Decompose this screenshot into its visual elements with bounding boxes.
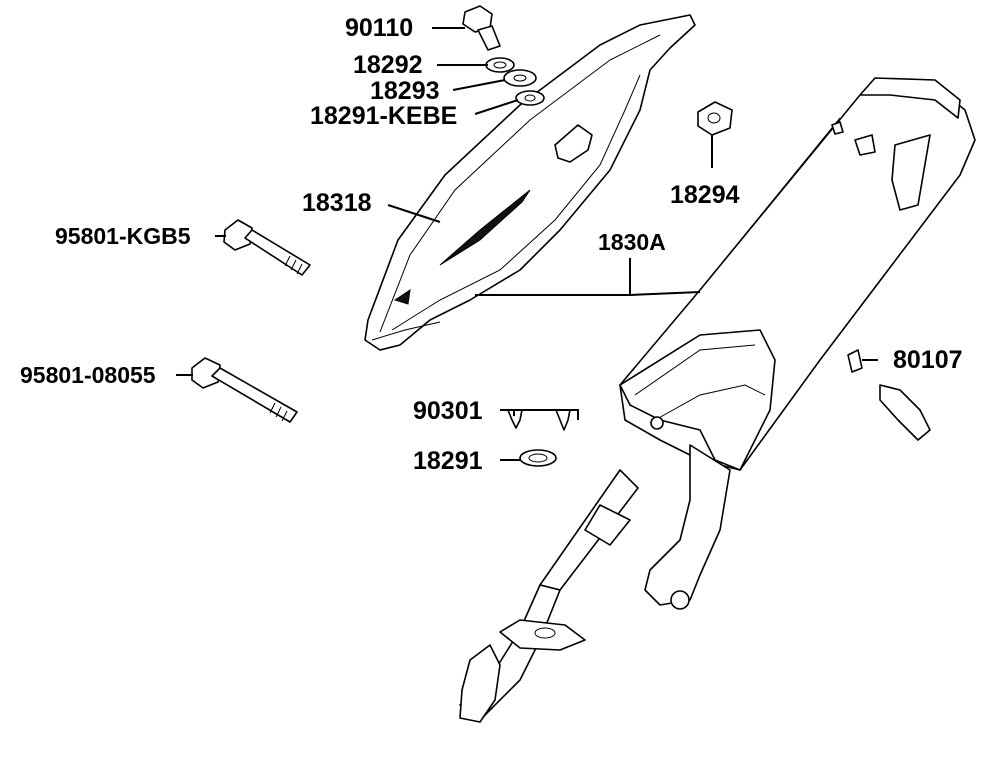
part-label-18294: 18294 — [670, 181, 740, 209]
bolt-95801-kgb5-drawing — [223, 219, 311, 276]
muffler-drawing — [459, 77, 976, 723]
part-label-90301: 90301 — [413, 397, 483, 425]
part-label-18293: 18293 — [370, 77, 440, 105]
clip-80107-drawing — [847, 349, 931, 441]
part-label-18291-kebe: 18291-KEBE — [310, 102, 457, 130]
bolt-95801-08055-drawing — [191, 357, 298, 423]
gasket-18291-drawing — [519, 449, 557, 467]
part-label-18318: 18318 — [302, 189, 372, 217]
part-label-95801-08055: 95801-08055 — [20, 362, 156, 388]
part-label-80107: 80107 — [893, 346, 963, 374]
part-label-1830a: 1830A — [598, 229, 666, 255]
leader-lines — [176, 27, 878, 461]
washer-18291-kebe-drawing — [515, 90, 545, 106]
nut-18294-drawing — [697, 101, 733, 136]
part-label-18291: 18291 — [413, 447, 483, 475]
part-label-90110: 90110 — [345, 14, 413, 42]
washer-18292-drawing — [485, 57, 515, 73]
part-label-95801-kgb5: 95801-KGB5 — [55, 223, 191, 249]
bolt-90110-drawing — [462, 5, 501, 51]
part-label-18292: 18292 — [353, 51, 423, 79]
washer-18293-drawing — [503, 69, 537, 87]
clip-90301-drawing — [507, 409, 571, 431]
